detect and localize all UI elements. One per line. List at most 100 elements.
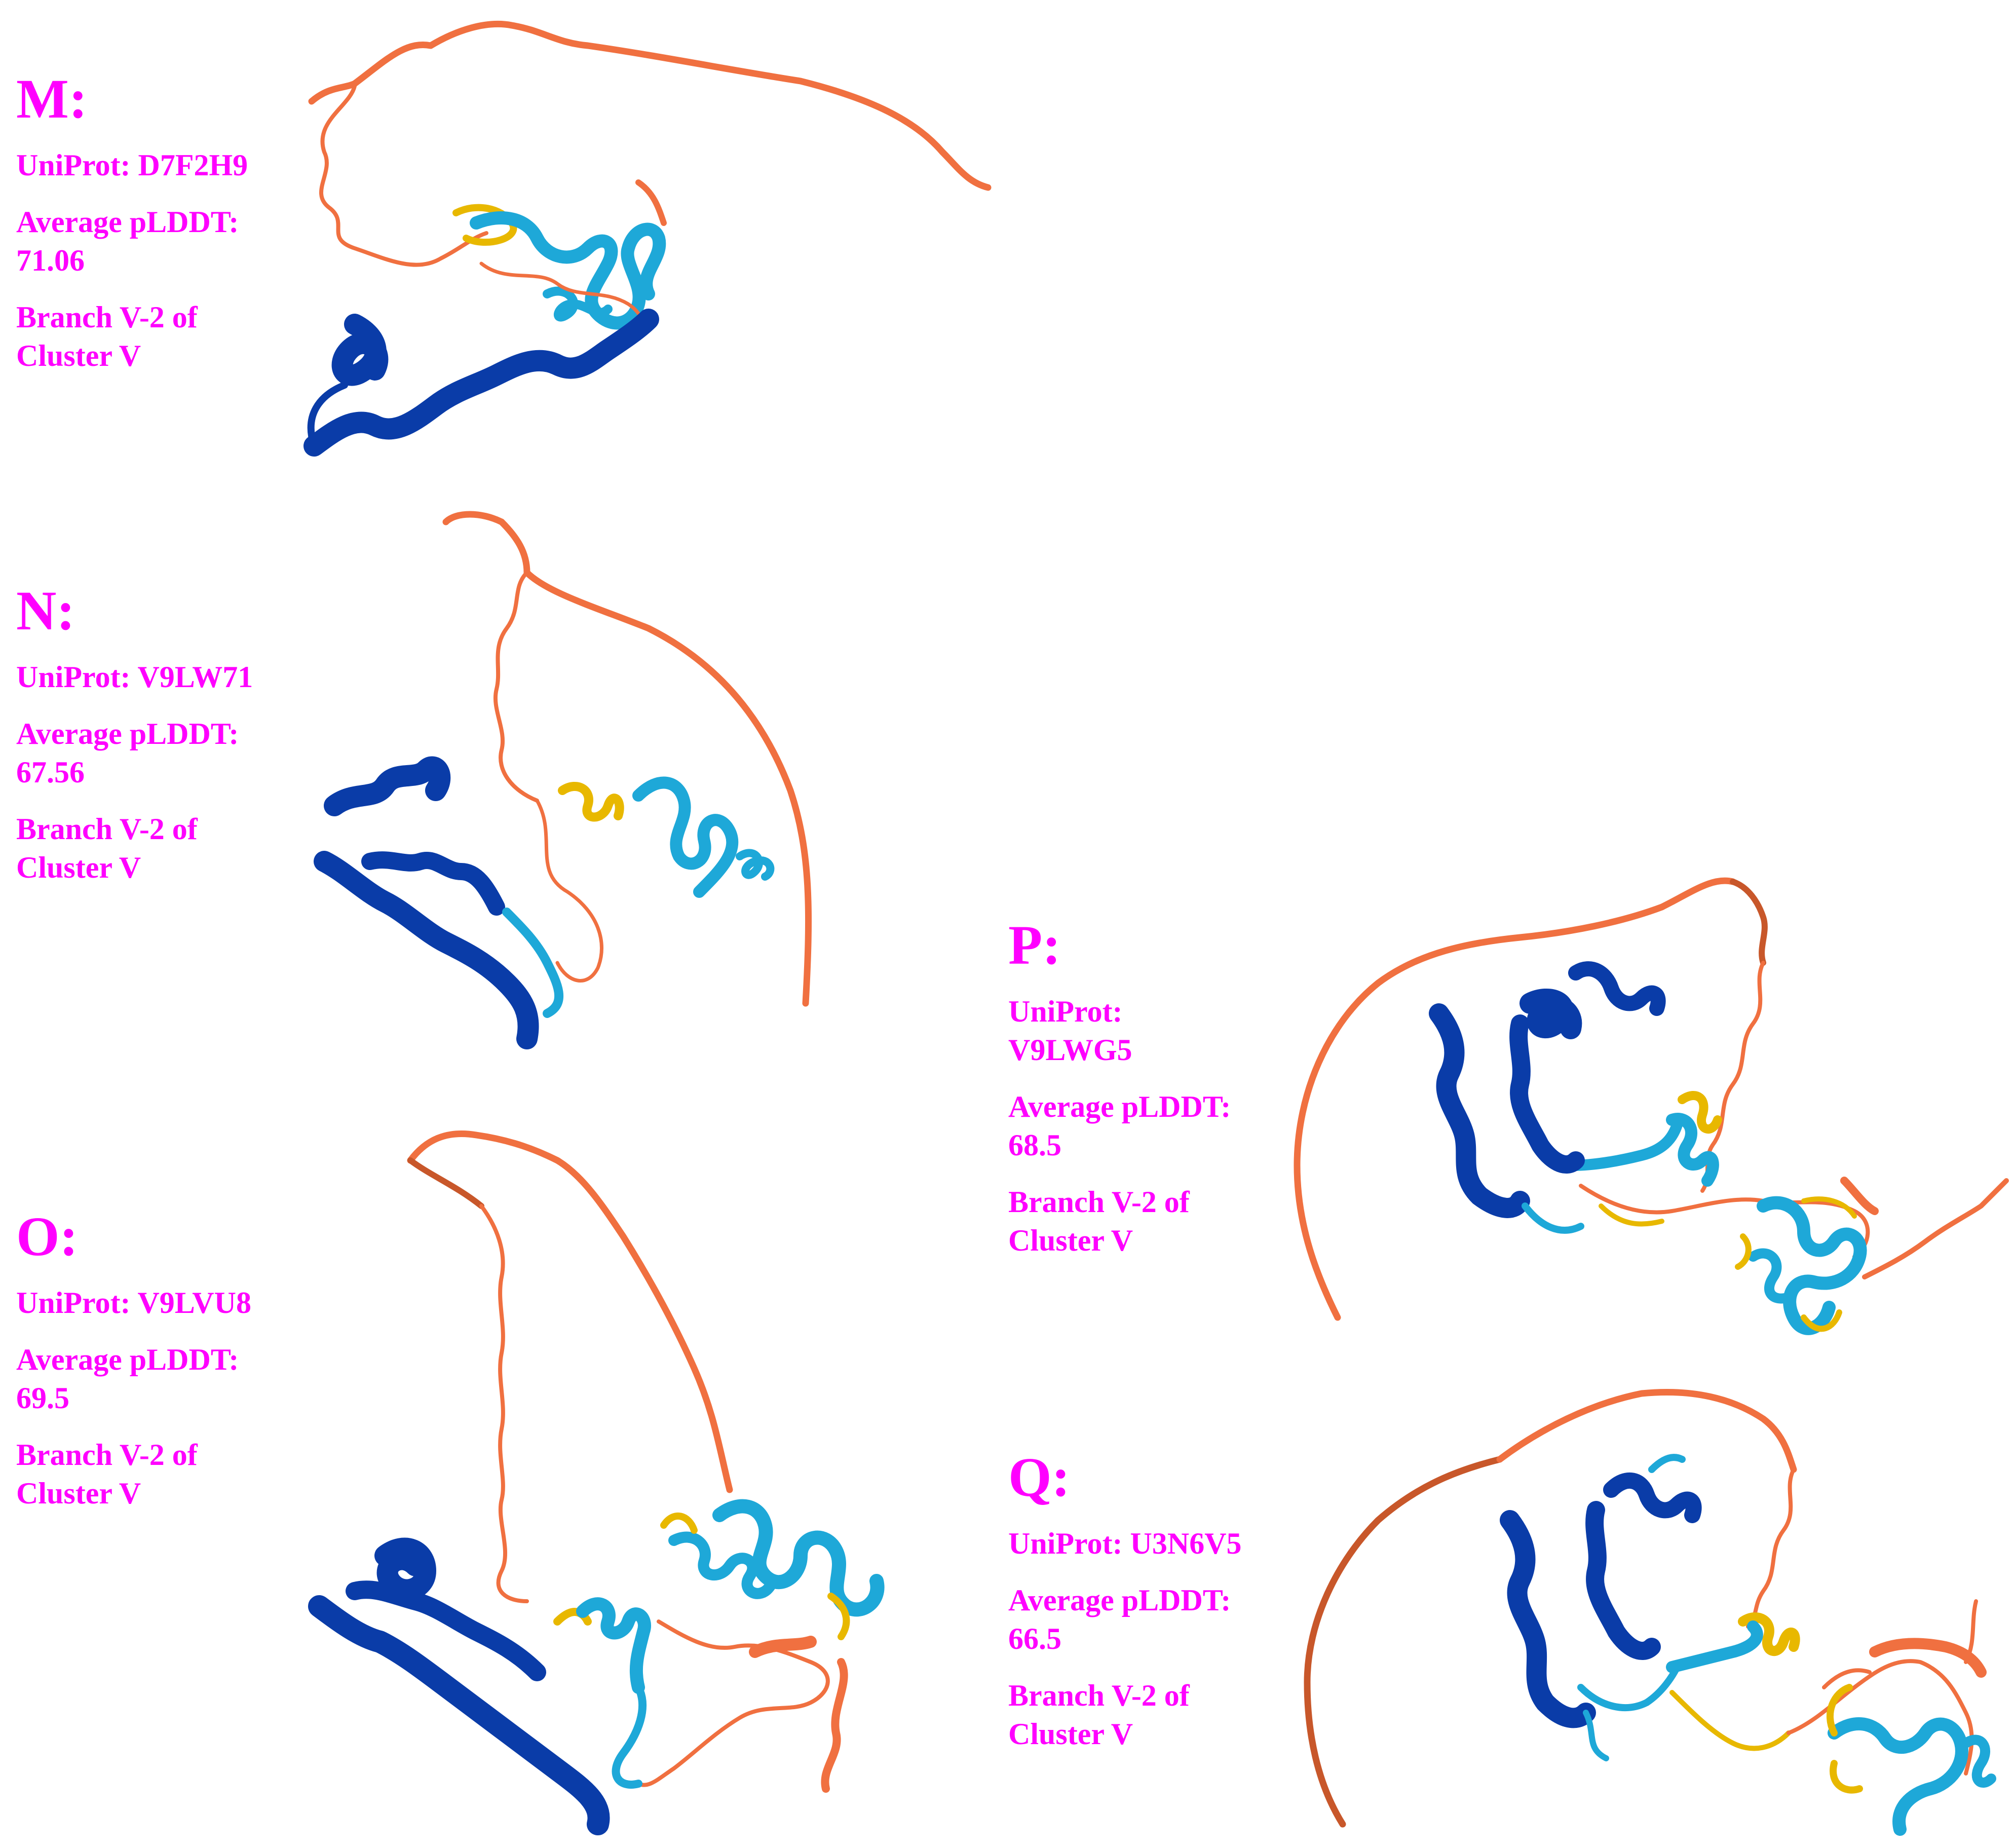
low-confidence-turn — [1827, 1684, 1863, 1794]
uniprot-id: V9LWG5 — [1008, 1033, 1132, 1067]
panel-m-label: M: UniProt: D7F2H9 Average pLDDT: 71.06 … — [16, 71, 248, 375]
plddt-value: 67.56 — [16, 756, 85, 789]
low-confidence-helix — [1738, 1612, 1800, 1656]
panel-n-label: N: UniProt: V9LW71 Average pLDDT: 67.56 … — [16, 583, 253, 887]
branch-line-1: Branch V-2 of — [16, 812, 198, 846]
interior-coil — [636, 1619, 830, 1787]
panel-p-label: P: UniProt: V9LWG5 Average pLDDT: 68.5 B… — [1008, 917, 1231, 1260]
uniprot-id: UniProt: V9LW71 — [16, 660, 253, 694]
structure-p — [1294, 877, 2009, 1335]
disordered-tail — [442, 511, 812, 1007]
panel-letter: N: — [16, 580, 75, 642]
low-confidence-loop — [1599, 1196, 1857, 1227]
interior-coil — [1787, 1659, 1974, 1776]
connector — [1577, 1664, 1681, 1711]
helix-middle — [1509, 1014, 1585, 1174]
helix-middle — [361, 851, 505, 916]
helix-top — [1568, 961, 1666, 1016]
beta-domain — [1757, 1196, 1867, 1335]
beta-domain — [632, 776, 739, 898]
helix-bundle — [324, 756, 451, 816]
coil-loop — [493, 571, 539, 803]
plddt-value: 71.06 — [16, 244, 85, 277]
long-helix — [314, 851, 539, 1049]
plddt-value: 69.5 — [16, 1381, 69, 1415]
uniprot-label: UniProt: — [1008, 995, 1123, 1028]
structure-q — [1304, 1388, 1996, 1836]
disordered-tail — [1304, 1456, 1503, 1828]
branch-line-1: Branch V-2 of — [1008, 1185, 1190, 1219]
panel-o-label: O: UniProt: V9LVU8 Average pLDDT: 69.5 B… — [16, 1209, 251, 1513]
panel-letter: O: — [16, 1205, 79, 1267]
disordered-tail — [1294, 877, 1736, 1321]
branch-line-2: Cluster V — [16, 339, 141, 372]
panel-letter: Q: — [1008, 1446, 1071, 1508]
uniprot-id: UniProt: U3N6V5 — [1008, 1527, 1242, 1560]
helix-middle — [346, 1580, 546, 1681]
branch-line-2: Cluster V — [16, 851, 141, 884]
panel-letter: P: — [1008, 914, 1061, 976]
helix-small — [1961, 1734, 1996, 1788]
low-confidence-loop — [1669, 1690, 1791, 1751]
linker — [307, 382, 348, 449]
long-helix — [303, 309, 659, 457]
dark-tail — [407, 1157, 484, 1209]
helix-domain — [712, 1499, 885, 1617]
beta-strand — [1869, 1638, 1987, 1678]
interior-coil — [535, 799, 603, 983]
connector-lower — [1583, 1710, 1609, 1761]
structure-n — [314, 511, 812, 1049]
branch-line-2: Cluster V — [16, 1477, 141, 1510]
helix-bundle — [374, 1537, 436, 1601]
helix-bundle — [1519, 989, 1582, 1039]
helix-top-tip — [1648, 1454, 1686, 1473]
helix-linker — [1666, 1113, 1719, 1187]
beta-domain — [668, 1531, 776, 1599]
helix-bundle — [331, 314, 389, 386]
disordered-tail-upper — [1496, 1388, 1797, 1473]
helix-linker — [576, 1597, 651, 1694]
long-helix — [1429, 1003, 1530, 1218]
branch-line-1: Branch V-2 of — [16, 300, 198, 334]
plddt-value: 66.5 — [1008, 1622, 1061, 1655]
beta-domain — [1828, 1717, 1968, 1836]
low-confidence-helix — [558, 781, 624, 822]
tail-end — [821, 1658, 848, 1793]
dark-tail — [1730, 879, 1768, 966]
long-helix — [1500, 1510, 1596, 1728]
plddt-value: 68.5 — [1008, 1128, 1061, 1162]
coil-loop — [479, 1204, 529, 1603]
disordered-tail — [407, 1130, 733, 1493]
connector — [502, 908, 564, 1018]
beta-strand — [749, 1636, 817, 1658]
uniprot-id: UniProt: D7F2H9 — [16, 148, 248, 182]
helix-top — [1603, 1473, 1702, 1523]
plddt-label: Average pLDDT: — [16, 1343, 239, 1376]
low-confidence-turn — [1735, 1233, 1842, 1332]
helix-middle — [1585, 1501, 1661, 1660]
tail-end — [1822, 1599, 1978, 1689]
connector — [1565, 1119, 1683, 1171]
connector — [612, 1683, 647, 1789]
structure-o — [308, 1130, 885, 1835]
branch-line-1: Branch V-2 of — [1008, 1679, 1190, 1712]
plddt-label: Average pLDDT: — [16, 205, 239, 239]
coil-loop — [319, 84, 488, 267]
branch-line-2: Cluster V — [1008, 1717, 1133, 1751]
panel-letter: M: — [16, 68, 88, 130]
structure-m — [303, 20, 992, 457]
helix-linker — [1666, 1620, 1763, 1673]
uniprot-id: UniProt: V9LVU8 — [16, 1286, 251, 1319]
helix-small — [736, 849, 775, 881]
plddt-label: Average pLDDT: — [1008, 1090, 1231, 1123]
disordered-tail — [308, 20, 992, 191]
panel-q-label: Q: UniProt: U3N6V5 Average pLDDT: 66.5 B… — [1008, 1449, 1242, 1753]
helix-small — [543, 286, 613, 322]
plddt-label: Average pLDDT: — [16, 717, 239, 750]
coil-loop — [1746, 1467, 1796, 1629]
connector-lower — [1522, 1202, 1584, 1234]
low-confidence-helix — [660, 1512, 850, 1640]
long-helix — [308, 1595, 610, 1835]
